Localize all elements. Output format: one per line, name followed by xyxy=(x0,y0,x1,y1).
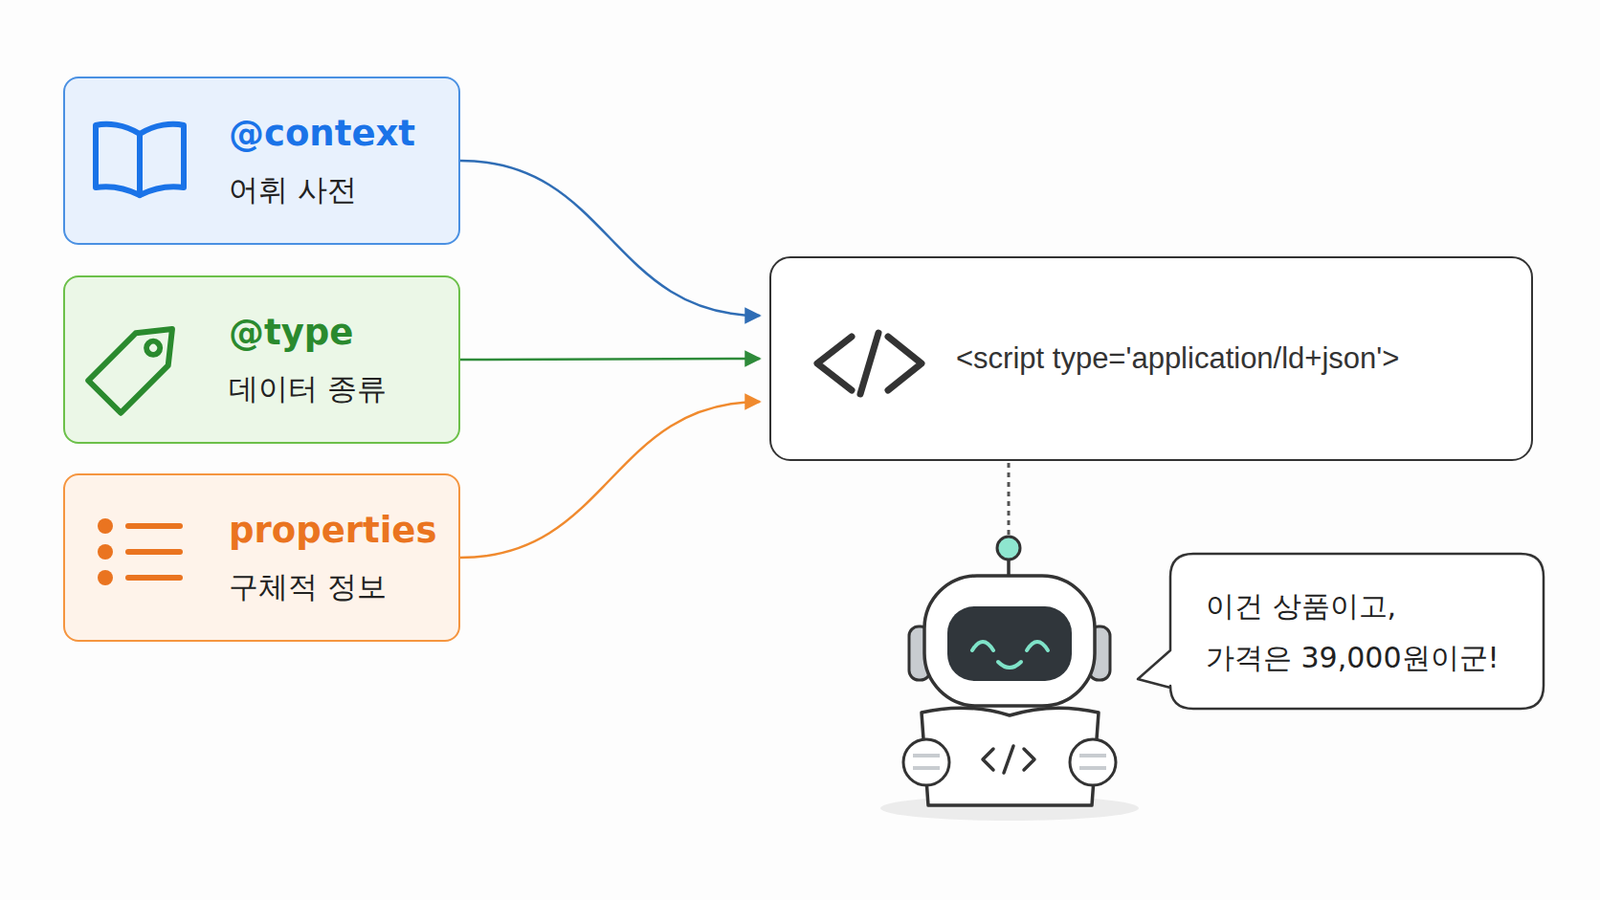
robot-antenna-ball xyxy=(997,536,1021,560)
speech-text: 이건 상품이고, 가격은 39,000원이군! xyxy=(1205,580,1544,685)
robot-finger xyxy=(1079,766,1107,771)
robot-hand xyxy=(903,739,950,786)
robot-eye xyxy=(1026,642,1048,651)
speech-line: 가격은 39,000원이군! xyxy=(1205,632,1544,685)
bubble-outline xyxy=(1170,554,1544,710)
card-title: @type xyxy=(228,311,459,355)
code-chevron xyxy=(1023,749,1035,771)
robot-ear xyxy=(909,626,931,681)
robot-mouth xyxy=(998,662,1022,668)
connector-arrow xyxy=(460,401,760,558)
robot-hand xyxy=(1069,739,1116,786)
robot-illustration xyxy=(880,536,1139,822)
connector-arrow xyxy=(460,358,760,360)
robot-screen xyxy=(947,606,1072,682)
robot-shadow xyxy=(880,796,1139,822)
speech-line: 이건 상품이고, xyxy=(1205,580,1544,633)
robot-finger xyxy=(912,766,940,771)
code-chevron xyxy=(982,749,994,771)
connector-arrow xyxy=(460,160,760,316)
paper-code-icon xyxy=(982,746,1035,774)
card-subtitle: 데이터 종류 xyxy=(228,369,459,408)
robot-head xyxy=(924,576,1095,707)
robot-ear xyxy=(1088,626,1111,681)
robot-eye xyxy=(972,642,994,651)
bubble-shape xyxy=(1137,554,1544,710)
dotted-leader xyxy=(1007,463,1011,536)
properties-card: properties 구체적 정보 xyxy=(63,473,461,643)
code-slash xyxy=(1003,746,1014,774)
robot-finger xyxy=(1079,754,1107,758)
robot-paper xyxy=(921,708,1099,806)
card-subtitle: 어휘 사전 xyxy=(228,170,459,209)
speech-bubble: 이건 상품이고, 가격은 39,000원이군! xyxy=(1170,554,1544,710)
card-title: @context xyxy=(228,112,459,156)
card-subtitle: 구체적 정보 xyxy=(228,567,459,606)
robot-antenna xyxy=(1006,559,1011,578)
card-title: properties xyxy=(228,510,459,553)
context-card: @context 어휘 사전 xyxy=(63,76,461,245)
type-card: @type 데이터 종류 xyxy=(63,275,461,445)
robot-finger xyxy=(912,754,940,758)
script-box: <script type='application/ld+json'> xyxy=(769,256,1534,462)
code-label: <script type='application/ld+json'> xyxy=(955,341,1400,377)
